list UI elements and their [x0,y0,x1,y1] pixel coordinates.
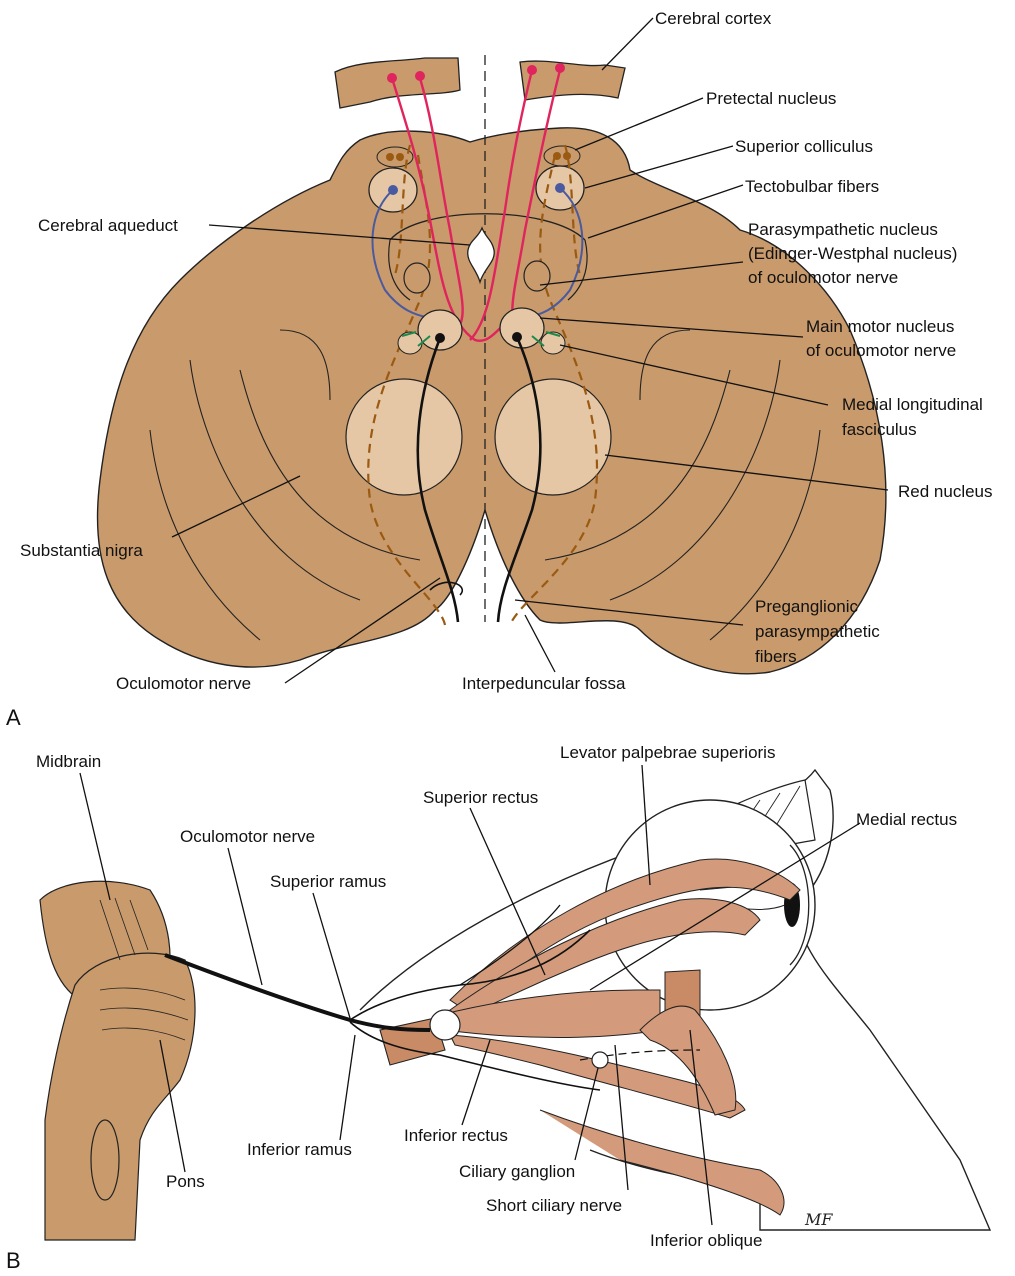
panel-b: Midbrain Oculomotor nerve Superior ramus… [6,743,990,1273]
label-preganglionic-3: fibers [755,647,797,666]
label-superior-rectus: Superior rectus [423,788,538,807]
label-levator: Levator palpebrae superioris [560,743,775,762]
label-superior-colliculus: Superior colliculus [735,137,873,156]
annular-ring [430,1010,460,1040]
label-ciliary-ganglion: Ciliary ganglion [459,1162,575,1181]
midbrain-section [98,128,886,674]
artist-signature: MF [804,1210,833,1229]
label-parasympathetic-2: (Edinger-Westphal nucleus) [748,244,957,263]
pons [45,953,195,1240]
label-mlf-1: Medial longitudinal [842,395,983,414]
main-motor-nucleus-right [500,308,544,348]
label-superior-ramus: Superior ramus [270,872,386,891]
red-nucleus-left [346,379,462,495]
label-tectobulbar-fibers: Tectobulbar fibers [745,177,879,196]
label-oculomotor-nerve-b: Oculomotor nerve [180,827,315,846]
label-medial-rectus: Medial rectus [856,810,957,829]
panel-a: Cerebral cortex Pretectal nucleus Superi… [6,9,993,730]
label-mlf-2: fasciculus [842,420,917,439]
main-motor-nucleus-left [418,310,462,350]
label-short-ciliary-nerve: Short ciliary nerve [486,1196,622,1215]
mlf-right [541,332,565,354]
label-main-motor-1: Main motor nucleus [806,317,954,336]
label-parasympathetic-1: Parasympathetic nucleus [748,220,938,239]
label-substantia-nigra: Substantia nigra [20,541,143,560]
label-preganglionic-2: parasympathetic [755,622,880,641]
edinger-westphal-right [524,261,550,291]
mlf-left [398,332,422,354]
red-nucleus-right [495,379,611,495]
label-preganglionic-1: Preganglionic [755,597,859,616]
label-inferior-ramus: Inferior ramus [247,1140,352,1159]
label-oculomotor-nerve-a: Oculomotor nerve [116,674,251,693]
panel-letter-a: A [6,705,21,730]
panel-letter-b: B [6,1248,21,1273]
label-pons: Pons [166,1172,205,1191]
label-interpeduncular-fossa: Interpeduncular fossa [462,674,626,693]
label-cerebral-aqueduct: Cerebral aqueduct [38,216,178,235]
label-red-nucleus: Red nucleus [898,482,993,501]
label-midbrain: Midbrain [36,752,101,771]
cerebral-cortex-left [335,58,460,108]
ciliary-ganglion [592,1052,608,1068]
label-inferior-oblique: Inferior oblique [650,1231,762,1250]
pretectal-nucleus-right [544,146,580,166]
label-pretectal-nucleus: Pretectal nucleus [706,89,836,108]
label-parasympathetic-3: of oculomotor nerve [748,268,898,287]
edinger-westphal-left [404,263,430,293]
label-inferior-rectus: Inferior rectus [404,1126,508,1145]
label-cerebral-cortex: Cerebral cortex [655,9,772,28]
label-main-motor-2: of oculomotor nerve [806,341,956,360]
